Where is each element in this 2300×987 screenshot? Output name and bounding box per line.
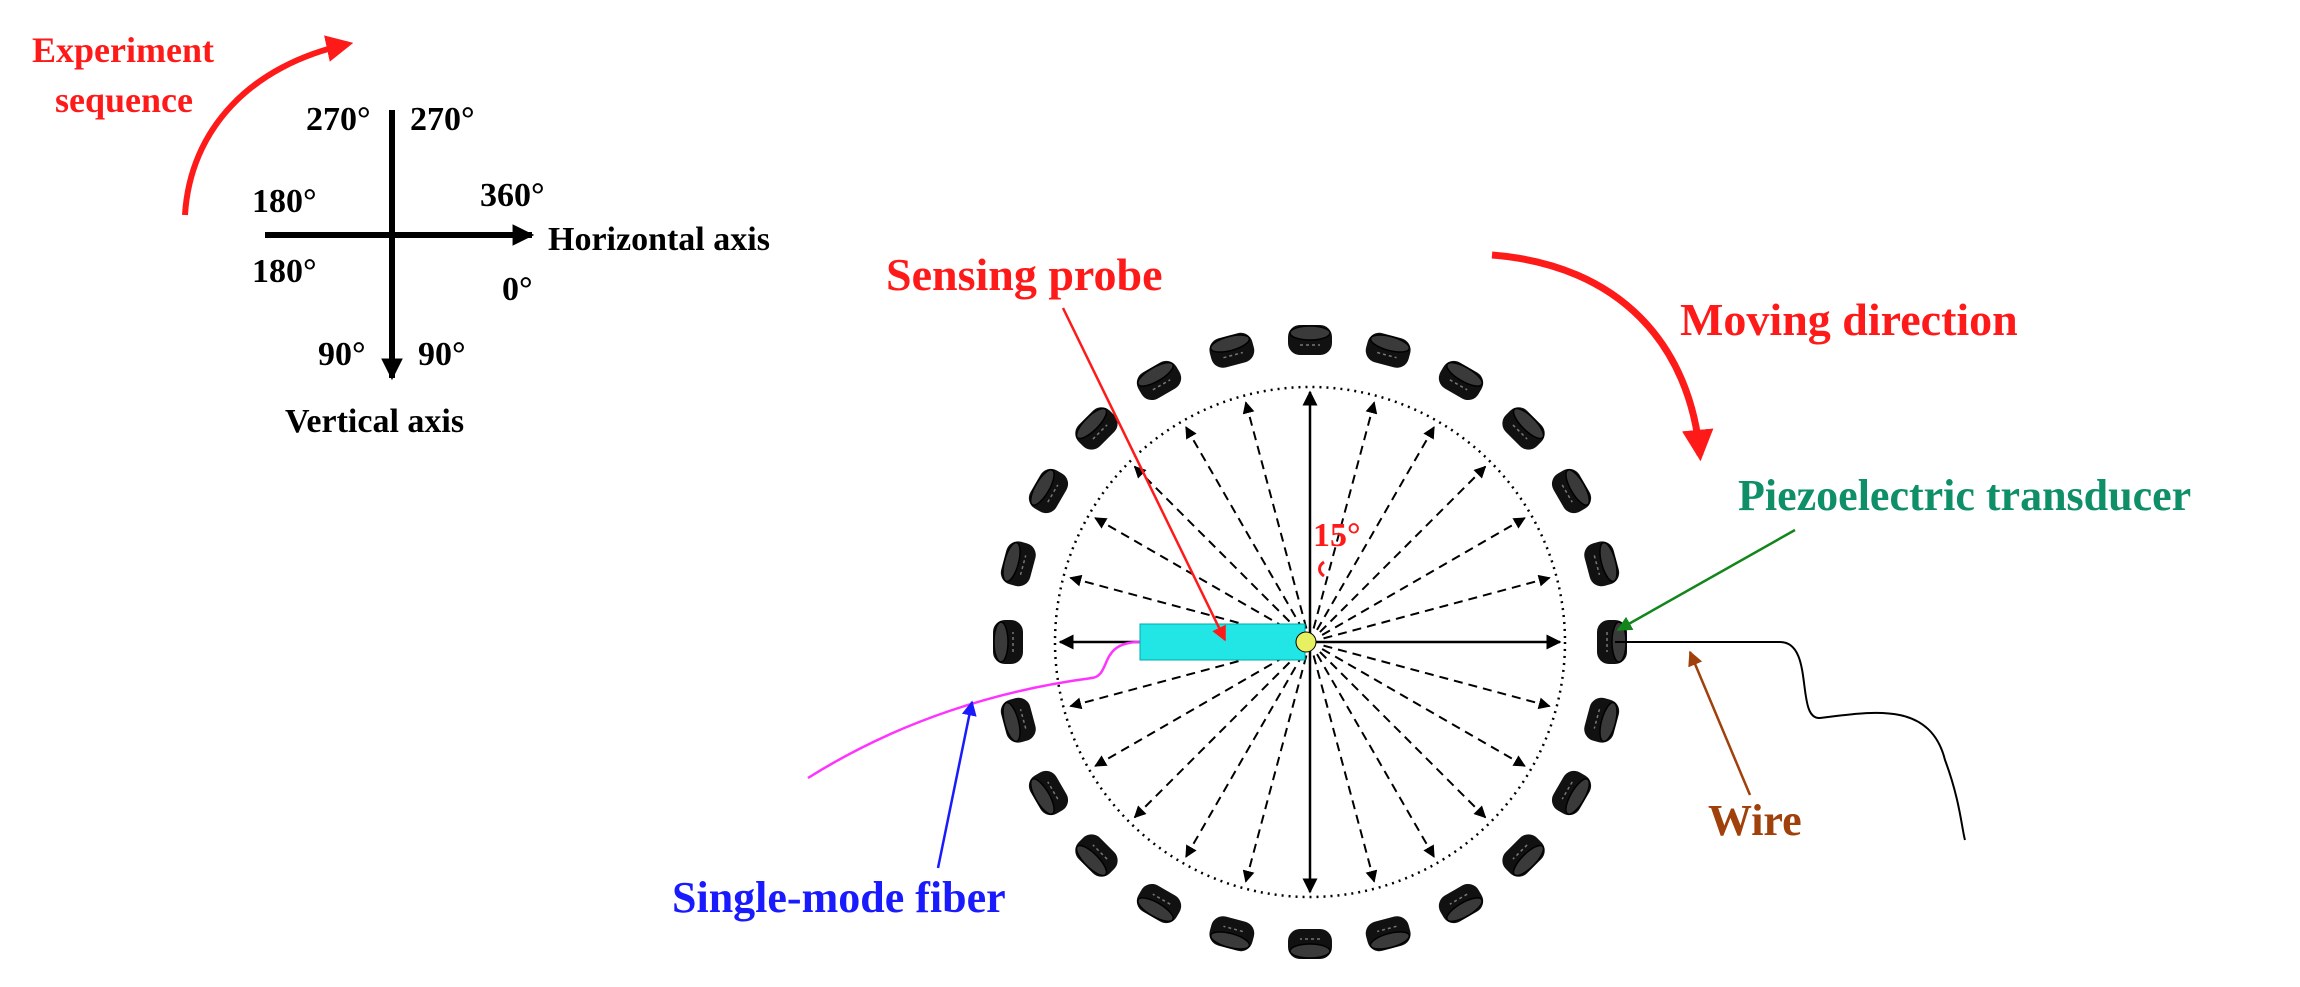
radial-ray-arrow	[1319, 651, 1487, 819]
piezoelectric-transducer	[1502, 407, 1545, 450]
piezoelectric-transducer	[1288, 929, 1332, 959]
radial-ray-arrow	[1185, 653, 1304, 858]
experiment-sequence-arrow	[182, 35, 354, 216]
deg-270-right: 270°	[410, 101, 475, 138]
radial-ray-arrow	[1242, 655, 1308, 883]
moving-direction-arrow	[1491, 251, 1714, 462]
single-mode-fiber-line	[807, 640, 1141, 780]
radial-ray-arrow	[1242, 401, 1308, 629]
piezoelectric-transducer	[1365, 916, 1411, 952]
angle-arc	[1318, 560, 1325, 578]
piezoelectric-transducer	[1000, 697, 1036, 743]
piezoelectric-transducer	[1502, 834, 1545, 877]
transducer-ring	[993, 325, 1627, 959]
measurement-setup: 15° Sensing probe Moving direction Piezo…	[672, 249, 2191, 959]
probe-tip	[1295, 631, 1317, 653]
radial-ray-arrow	[1321, 648, 1526, 767]
experiment-sequence-label-line2: sequence	[55, 80, 193, 120]
horizontal-axis-label: Horizontal axis	[548, 221, 770, 258]
radial-ray-arrow	[1312, 655, 1378, 883]
single-mode-fiber-label: Single-mode fiber	[672, 873, 1006, 922]
radial-ray-arrow	[1316, 426, 1435, 631]
radial-ray-arrow	[1321, 517, 1526, 636]
radial-ray-arrow	[1094, 517, 1299, 636]
radial-rays	[1069, 401, 1551, 883]
piezoelectric-transducer	[1438, 360, 1484, 401]
vertical-axis-label: Vertical axis	[285, 403, 464, 440]
axes-legend: Experiment sequence Horizontal axis Vert…	[32, 30, 770, 440]
radial-ray-arrow	[1323, 644, 1551, 710]
radial-ray-arrow	[1133, 651, 1301, 819]
sensing-probe-body	[1139, 623, 1306, 661]
piezoelectric-transducer	[1075, 834, 1118, 877]
radial-ray-arrow	[1323, 574, 1551, 640]
step-angle-label: 15°	[1313, 517, 1361, 554]
deg-90-left: 90°	[318, 336, 366, 373]
piezoelectric-transducer	[1075, 407, 1118, 450]
deg-180-lower: 180°	[252, 253, 317, 290]
piezoelectric-transducer	[1028, 468, 1069, 514]
wire-pointer	[1688, 650, 1752, 796]
radial-ray-arrow	[1319, 465, 1487, 633]
sensing-probe-label: Sensing probe	[886, 249, 1163, 300]
piezoelectric-transducer-label: Piezoelectric transducer	[1738, 471, 2191, 520]
piezoelectric-transducer	[1438, 883, 1484, 924]
moving-direction-label: Moving direction	[1680, 294, 2018, 345]
piezoelectric-transducer	[1584, 697, 1620, 743]
single-mode-fiber-pointer	[936, 700, 977, 869]
measurement-circle	[1053, 385, 1567, 899]
piezoelectric-transducer	[1365, 332, 1411, 368]
piezoelectric-transducer	[1209, 332, 1255, 368]
piezoelectric-transducer	[1551, 468, 1592, 514]
radial-ray-arrow	[1312, 401, 1378, 629]
deg-90-right: 90°	[418, 336, 466, 373]
piezoelectric-transducer	[1136, 360, 1182, 401]
radial-ray-arrow	[1094, 648, 1299, 767]
piezoelectric-transducer	[1136, 883, 1182, 924]
piezoelectric-transducer	[1584, 541, 1620, 587]
piezoelectric-transducer	[1288, 325, 1332, 355]
piezoelectric-transducer	[1000, 541, 1036, 587]
piezoelectric-transducer	[993, 620, 1023, 664]
deg-270-left: 270°	[306, 101, 371, 138]
experiment-sequence-label-line1: Experiment	[32, 30, 214, 70]
radial-ray-arrow	[1133, 465, 1301, 633]
wire-line	[1615, 641, 1966, 841]
deg-360: 360°	[480, 177, 545, 214]
wire-label: Wire	[1708, 796, 1802, 845]
radial-ray-arrow	[1316, 653, 1435, 858]
piezoelectric-transducer	[1028, 770, 1069, 816]
radial-ray-arrow	[1185, 426, 1304, 631]
sensing-probe-pointer	[1061, 307, 1227, 642]
deg-0: 0°	[502, 271, 533, 308]
piezoelectric-transducer-pointer	[1616, 528, 1796, 632]
piezoelectric-transducer	[1551, 770, 1592, 816]
piezoelectric-transducer	[1209, 916, 1255, 952]
deg-180-upper: 180°	[252, 183, 317, 220]
